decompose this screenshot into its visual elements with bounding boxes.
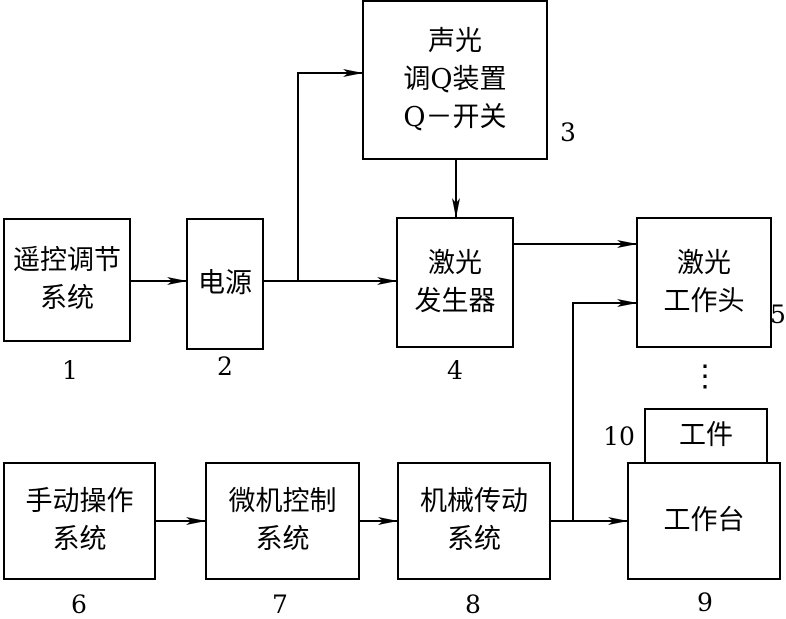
block-number-6: 6: [71, 590, 87, 619]
acousto-optic-q-switch-block: 声光 调Q装置 Q－开关: [362, 0, 548, 160]
laser-generator-block: 激光 发生器: [396, 217, 514, 348]
remote-block-line-1: 遥控调节: [13, 245, 121, 276]
micro-block-line-1: 微机控制: [228, 486, 337, 517]
laser-generator-line-1: 激光: [428, 247, 482, 279]
mech-block-line-1: 机械传动: [420, 486, 528, 517]
workpiece-block: 工件: [644, 408, 768, 464]
block-number-1: 1: [62, 356, 78, 385]
block-number-8: 8: [465, 590, 481, 619]
arrow-power-to-aoq: [297, 69, 363, 281]
manual-block-line-2: 系统: [52, 524, 107, 555]
block-number-9: 9: [697, 588, 713, 617]
manual-operation-system-block: 手动操作 系统: [3, 462, 156, 580]
worktable-label: 工作台: [663, 505, 745, 536]
manual-block-line-1: 手动操作: [25, 486, 134, 517]
block-number-5: 5: [770, 300, 786, 329]
block-number-2: 2: [217, 352, 233, 381]
block-number-4: 4: [447, 356, 463, 385]
ellipsis-vertical: ⋮: [690, 359, 720, 394]
laser-generator-line-2: 发生器: [414, 285, 496, 317]
laser-head-line-1: 激光: [677, 247, 731, 279]
arrow-mech-to-laser-head: [572, 299, 637, 521]
aoq-block-line-2: 调Q装置: [403, 64, 507, 95]
remote-block-line-2: 系统: [40, 283, 94, 314]
block-number-3: 3: [560, 118, 576, 147]
mech-block-line-2: 系统: [447, 524, 501, 555]
laser-head-line-2: 工作头: [663, 285, 745, 317]
laser-working-head-block: 激光 工作头: [636, 217, 772, 348]
worktable-block: 工作台: [627, 462, 781, 580]
workpiece-label: 工件: [679, 420, 733, 451]
remote-control-system-block: 遥控调节 系统: [3, 218, 131, 342]
aoq-block-line-1: 声光: [428, 26, 482, 57]
aoq-block-line-3: Q－开关: [403, 102, 507, 133]
power-supply-block: 电源: [186, 218, 264, 350]
power-block-label: 电源: [198, 268, 252, 299]
block-number-7: 7: [272, 590, 288, 619]
micro-block-line-2: 系统: [255, 524, 310, 555]
mechanical-transmission-system-block: 机械传动 系统: [397, 462, 551, 580]
block-number-10: 10: [603, 422, 635, 451]
microcomputer-control-system-block: 微机控制 系统: [205, 462, 360, 580]
